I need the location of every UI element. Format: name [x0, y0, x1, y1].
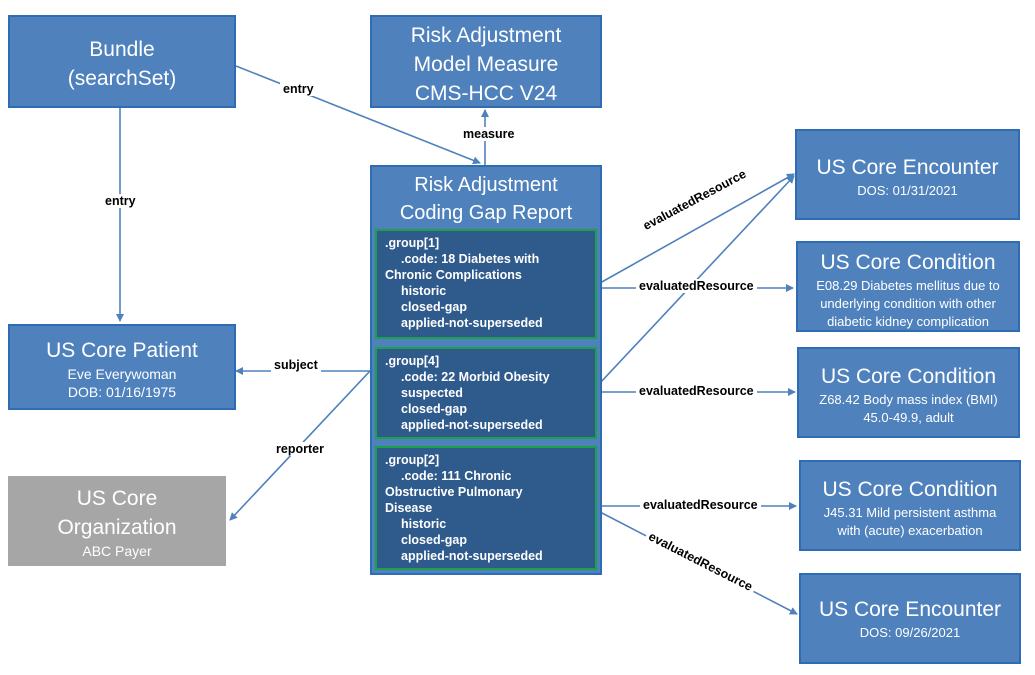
organization-name: ABC Payer: [82, 543, 152, 559]
measure-box: Risk Adjustment Model Measure CMS-HCC V2…: [370, 15, 602, 108]
group-4-code: .code: 22 Morbid Obesity: [401, 370, 550, 384]
condition-2-line: Z68.42 Body mass index (BMI): [819, 392, 998, 407]
condition-3-box: US Core Condition J45.31 Mild persistent…: [799, 460, 1021, 551]
group-1-item: applied-not-superseded: [401, 316, 543, 330]
edge-label-eval-3: evaluatedResource: [636, 384, 757, 398]
group-1-code-cont: Chronic Complications: [385, 268, 522, 282]
group-4-item: closed-gap: [401, 402, 467, 416]
edge-label-reporter: reporter: [273, 442, 327, 456]
organization-line2: Organization: [57, 516, 177, 539]
group-2-item: applied-not-superseded: [401, 549, 543, 563]
organization-box: US Core Organization ABC Payer: [8, 476, 226, 566]
patient-box: US Core Patient Eve Everywoman DOB: 01/1…: [8, 324, 236, 410]
group-1-item: closed-gap: [401, 300, 467, 314]
condition-1-box: US Core Condition E08.29 Diabetes mellit…: [796, 241, 1020, 332]
condition-1-title: US Core Condition: [820, 251, 996, 274]
patient-title: US Core Patient: [46, 339, 198, 362]
edge-label-measure: measure: [460, 127, 518, 141]
measure-line1: Risk Adjustment: [410, 24, 562, 47]
group-2-name: .group[2]: [385, 453, 440, 467]
group-1-name: .group[1]: [385, 236, 440, 250]
encounter-2-dos: DOS: 09/26/2021: [859, 625, 961, 640]
group-1: .group[1] .code: 18 Diabetes with Chroni…: [375, 229, 597, 339]
edge-bundle-report: [235, 65, 481, 165]
encounter-2-box: US Core Encounter DOS: 09/26/2021: [799, 573, 1021, 664]
group-2-code: .code: 111 Chronic: [401, 469, 512, 483]
group-2: .group[2] .code: 111 Chronic Obstructive…: [375, 446, 597, 570]
group-4-item: applied-not-superseded: [401, 418, 543, 432]
encounter-2-title: US Core Encounter: [818, 598, 1002, 621]
encounter-1-box: US Core Encounter DOS: 01/31/2021: [795, 129, 1020, 220]
report-title-line2: Coding Gap Report: [399, 202, 573, 224]
measure-line3: CMS-HCC V24: [414, 82, 558, 105]
bundle-box: Bundle (searchSet): [8, 15, 236, 108]
condition-3-line: J45.31 Mild persistent asthma: [823, 505, 997, 520]
group-4: .group[4] .code: 22 Morbid Obesity suspe…: [375, 347, 597, 439]
condition-1-line: diabetic kidney complication: [827, 314, 989, 329]
edge-label-entry-left: entry: [102, 194, 139, 208]
condition-1-line: underlying condition with other: [820, 296, 996, 311]
condition-1-line: E08.29 Diabetes mellitus due to: [816, 278, 1000, 293]
group-2-code-cont: Obstructive Pulmonary: [385, 485, 523, 499]
group-4-name: .group[4]: [385, 354, 440, 368]
condition-2-line: 45.0-49.9, adult: [863, 410, 954, 425]
group-1-item: historic: [401, 284, 447, 298]
edge-label-entry-top: entry: [280, 82, 317, 96]
patient-name: Eve Everywoman: [67, 366, 177, 382]
edge-label-eval-4: evaluatedResource: [640, 498, 761, 512]
measure-line2: Model Measure: [413, 53, 559, 76]
organization-line1: US Core: [76, 487, 158, 510]
edge-label-eval-2: evaluatedResource: [636, 279, 757, 293]
bundle-subtitle: (searchSet): [67, 67, 177, 90]
coding-gap-report-box: Risk Adjustment Coding Gap Report .group…: [370, 165, 602, 575]
group-2-item: historic: [401, 517, 447, 531]
patient-dob: DOB: 01/16/1975: [67, 384, 177, 400]
report-title-line1: Risk Adjustment: [414, 174, 558, 196]
edge-group1-encounter1: [599, 173, 795, 284]
edge-label-subject: subject: [271, 358, 321, 372]
condition-2-box: US Core Condition Z68.42 Body mass index…: [797, 347, 1020, 438]
group-2-item: closed-gap: [401, 533, 467, 547]
condition-2-title: US Core Condition: [820, 365, 997, 388]
encounter-1-title: US Core Encounter: [816, 156, 999, 179]
group-1-code: .code: 18 Diabetes with: [401, 252, 540, 266]
encounter-1-dos: DOS: 01/31/2021: [857, 183, 958, 198]
condition-3-line: with (acute) exacerbation: [837, 523, 983, 538]
bundle-title: Bundle: [89, 38, 155, 61]
condition-3-title: US Core Condition: [822, 478, 998, 501]
group-4-item: suspected: [401, 386, 463, 400]
group-2-code-cont: Disease: [385, 501, 433, 515]
